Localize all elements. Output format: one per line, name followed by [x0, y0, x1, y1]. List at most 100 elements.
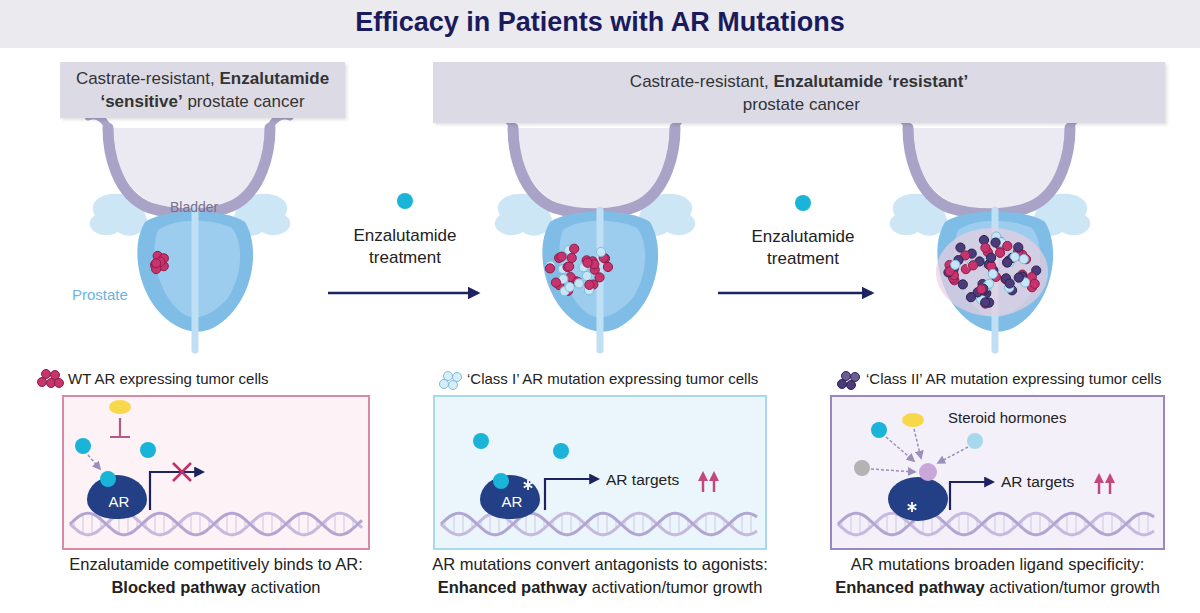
- band-text-group: Castrate-resistant,Enzalutamide ‘sensiti…: [60, 67, 345, 113]
- band-text-group: Castrate-resistant, Enzalutamide ‘resista…: [630, 70, 968, 116]
- increase-arrows: [698, 471, 719, 492]
- text-label: AR targets: [606, 471, 696, 489]
- tumor-cluster: [966, 293, 975, 302]
- tumor-cluster: [995, 248, 1004, 257]
- drug-dot: [871, 422, 887, 438]
- caption-text: Enhanced pathway: [438, 578, 587, 596]
- cell-icon: [851, 373, 860, 382]
- cell-icon: [51, 371, 60, 380]
- dna-helix: [642, 514, 644, 535]
- increase-arrows: [1105, 473, 1115, 483]
- mechanism-box: WT AR expressing tumor cellsEnzalutamide…: [62, 395, 370, 550]
- increase-arrows: [698, 471, 708, 481]
- cell-icon: [838, 372, 860, 390]
- band-text: Enzalutamide ‘resistant’: [774, 72, 969, 91]
- dna-helix: [570, 514, 572, 535]
- dna-helix: [343, 514, 345, 535]
- dna-helix: [714, 514, 716, 535]
- drug-dot: [473, 433, 489, 449]
- dna-helix: [190, 514, 192, 534]
- dna-helix: [859, 514, 861, 535]
- increase-arrows: [1094, 473, 1104, 483]
- dna-helix: [1138, 514, 1140, 534]
- tumor-cluster: [981, 298, 990, 307]
- tumor-cluster: [1003, 258, 1012, 267]
- dna-helix: [235, 514, 237, 535]
- increase-arrows: [709, 471, 719, 481]
- dna-helix: [489, 514, 491, 534]
- cell-icon: [838, 380, 847, 389]
- binding-arrow: [871, 469, 915, 472]
- cell-icon: [444, 372, 453, 381]
- prostate-illustration: [888, 116, 1090, 350]
- prostate-illustration: [493, 116, 695, 350]
- dna-helix: [262, 514, 264, 534]
- tumor-cluster: [565, 282, 574, 291]
- cell-icon: [449, 381, 458, 390]
- drug-dot: [493, 473, 509, 489]
- tumor-cluster: [567, 253, 576, 262]
- dna-helix: [633, 514, 635, 534]
- receptor-blob: AR: [480, 475, 540, 519]
- cell-icon: [55, 379, 64, 388]
- dna-helix: [678, 514, 680, 535]
- dna-helix: [1003, 514, 1005, 535]
- title-band: [0, 0, 1200, 48]
- tumor-cluster: [545, 264, 554, 273]
- caption-text: activation/tumor growth: [989, 578, 1160, 596]
- tumor-cluster: [951, 260, 960, 269]
- cell-icon: [47, 379, 56, 388]
- receptor-blob: AR: [87, 475, 147, 519]
- dna-helix: [82, 514, 84, 534]
- drug-dot: [75, 438, 91, 454]
- dna-helix: [705, 514, 707, 534]
- dna-helix: [994, 514, 996, 534]
- box-caption: Enzalutamide competitively binds to AR: B…: [34, 553, 398, 599]
- dna-helix: [462, 514, 464, 535]
- tumor-glow: [936, 228, 1048, 316]
- tumor-cluster: [1014, 243, 1023, 252]
- dna-helix: [199, 514, 201, 535]
- dna-helix: [334, 514, 336, 534]
- dna-helix: [922, 514, 924, 534]
- drug-dot: [100, 471, 116, 487]
- caption-text: Blocked pathway: [111, 578, 246, 596]
- binding-arrow: [871, 429, 968, 472]
- hormone-ligand: [902, 413, 924, 427]
- text-label: Prostate: [72, 286, 142, 303]
- cell-icon: [38, 378, 47, 387]
- dna-helix: [1030, 514, 1032, 534]
- dna-helix: [838, 513, 1154, 535]
- caption-text: AR mutations convert antagonists to agon…: [405, 553, 795, 576]
- dna-helix: [271, 514, 273, 535]
- dna-helix: [931, 514, 933, 535]
- caption-text: activation: [251, 578, 321, 596]
- cell-icon: [847, 381, 856, 390]
- dna-helix: [70, 513, 1154, 535]
- tumor-cluster: [1003, 241, 1012, 250]
- cell-icon: [38, 370, 64, 388]
- band-text: prostate cancer: [187, 92, 304, 111]
- tumor-cluster: [987, 253, 996, 262]
- dna-helix: [606, 514, 608, 535]
- band-text: Castrate-resistant,: [630, 72, 769, 91]
- box-heading: ‘Class II’ AR mutation expressing tumor …: [866, 370, 1161, 387]
- caption-text: AR mutations broaden ligand specificity:: [802, 553, 1193, 576]
- text-label: AR targets: [1001, 473, 1091, 491]
- caption-text: Enzalutamide competitively binds to AR:: [34, 553, 398, 576]
- caption-text: activation/tumor growth: [592, 578, 763, 596]
- cell-icon: [440, 372, 462, 390]
- tumor-cluster: [981, 243, 990, 252]
- increase-arrows: [713, 479, 716, 492]
- tumor-cluster: [1030, 279, 1039, 288]
- tumor-cluster: [603, 262, 612, 271]
- band-text: Castrate-resistant,: [76, 69, 215, 88]
- tumor-cluster: [1019, 255, 1028, 264]
- header-band: Castrate-resistant,Enzalutamide ‘sensiti…: [60, 62, 345, 118]
- dna-helix: [91, 514, 93, 535]
- dna-helix: [895, 514, 897, 535]
- drug-dot: [140, 442, 156, 458]
- binding-arrow: [914, 429, 921, 458]
- box-heading: WT AR expressing tumor cells: [68, 370, 269, 387]
